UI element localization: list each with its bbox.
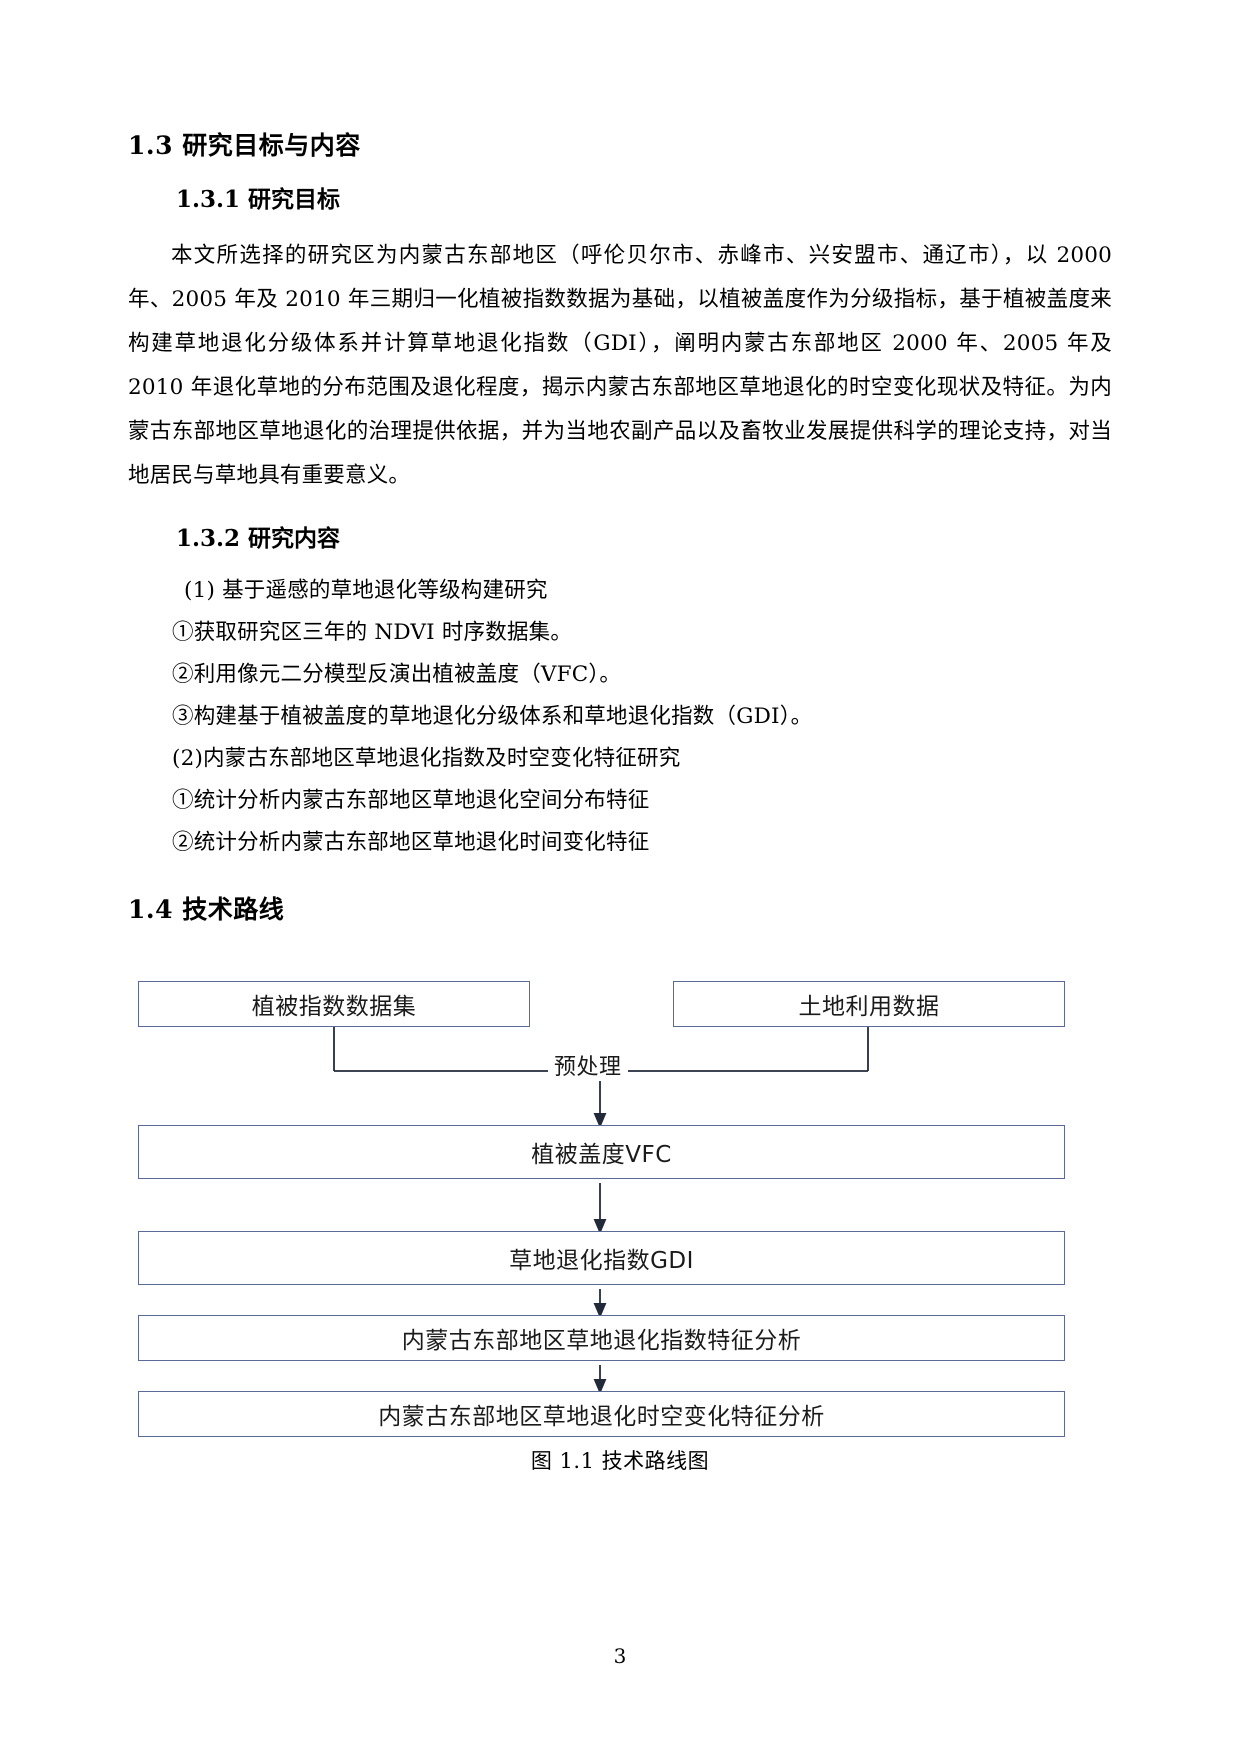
list-item: ②利用像元二分模型反演出植被盖度（VFC）。 [172,662,622,688]
flow-node-vfc[interactable]: 植被盖度VFC [138,1124,1065,1179]
flow-node-spatiotemporal-analysis[interactable]: 内蒙古东部地区草地退化时空变化特征分析 [138,1390,1065,1437]
list-item: (2)内蒙古东部地区草地退化指数及时空变化特征研究 [172,746,681,772]
figure-caption: 图 1.1 技术路线图 [530,1448,710,1473]
flow-node-land-use-data[interactable]: 土地利用数据 [673,980,1065,1027]
heading-1-3-1: 1.3.1 研究目标 [176,185,341,213]
spacer [128,163,1112,185]
technical-route-flowchart: 植被指数数据集 土地利用数据 预处理 植被盖度VFC 草地退化指数GDI 内蒙古… [128,971,1112,1437]
list-item: ①统计分析内蒙古东部地区草地退化空间分布特征 [172,788,650,814]
research-objective-paragraph: 本文所选择的研究区为内蒙古东部地区（呼伦贝尔市、赤峰市、兴安盟市、通辽市），以 … [128,243,1112,489]
heading-1-3-2: 1.3.2 研究内容 [176,525,341,553]
spacer [128,498,1112,524]
list-item: ③构建基于植被盖度的草地退化分级体系和草地退化指数（GDI）。 [172,704,813,730]
spacer [128,864,1112,894]
page-number: 3 [613,1644,627,1668]
list-item: ①获取研究区三年的 NDVI 时序数据集。 [172,620,573,646]
research-content-list: (1) 基于遥感的草地退化等级构建研究 ①获取研究区三年的 NDVI 时序数据集… [128,570,1112,864]
list-item: (1) 基于遥感的草地退化等级构建研究 [184,578,548,604]
heading-1-3: 1.3 研究目标与内容 [128,131,361,160]
spacer [128,927,1112,971]
list-item: ②统计分析内蒙古东部地区草地退化时间变化特征 [172,830,650,856]
spacer [128,554,1112,570]
heading-1-4: 1.4 技术路线 [128,895,285,925]
flow-edge-label-preprocessing: 预处理 [548,1048,628,1081]
flow-node-vegetation-index-dataset[interactable]: 植被指数数据集 [138,980,530,1027]
flow-node-gdi[interactable]: 草地退化指数GDI [138,1230,1065,1285]
flow-node-gdi-feature-analysis[interactable]: 内蒙古东部地区草地退化指数特征分析 [138,1314,1065,1361]
spacer [128,214,1112,234]
